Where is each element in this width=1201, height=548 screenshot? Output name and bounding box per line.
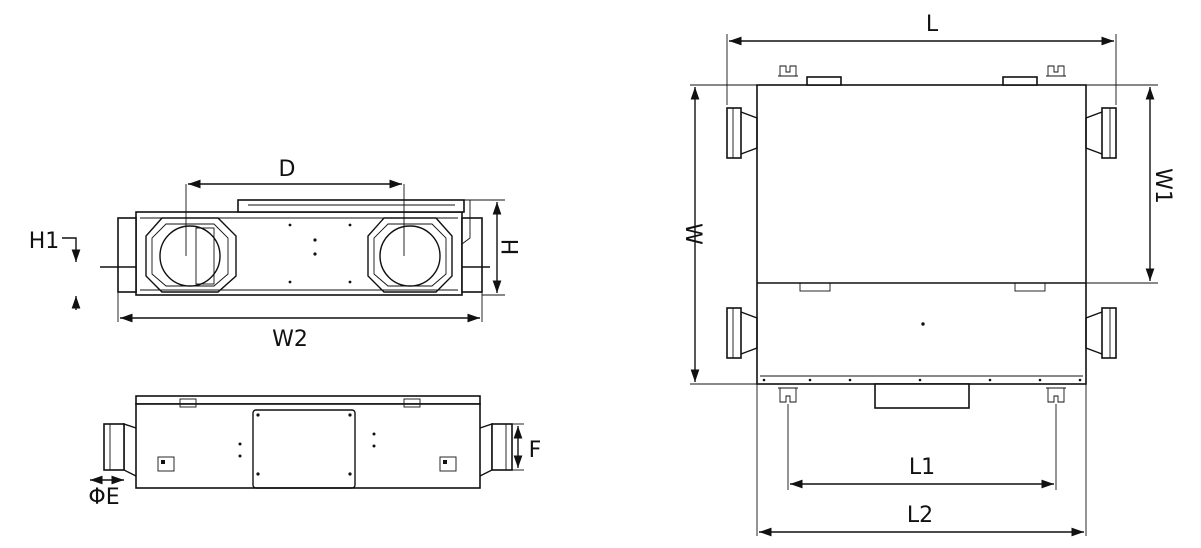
dim-h-label: H (499, 239, 524, 256)
dim-l1-label: L1 (909, 455, 935, 480)
dim-w-label: W (680, 223, 705, 245)
left-port (145, 217, 237, 293)
dim-w1-label: W1 (1150, 168, 1175, 204)
dim-h1-label: H1 (29, 229, 60, 254)
right-port (367, 217, 453, 293)
dim-l2-label: L2 (907, 503, 933, 528)
top-view: L W W1 L1 L2 (680, 12, 1175, 537)
dim-phie-label: ΦE (88, 485, 119, 510)
dim-l-label: L (926, 12, 939, 37)
dim-w2-label: W2 (272, 327, 308, 352)
front-view: D H H1 W2 (29, 157, 524, 352)
dim-f-label: F (529, 438, 542, 463)
side-view: F ΦE (88, 395, 542, 510)
dim-d-label: D (279, 157, 296, 182)
